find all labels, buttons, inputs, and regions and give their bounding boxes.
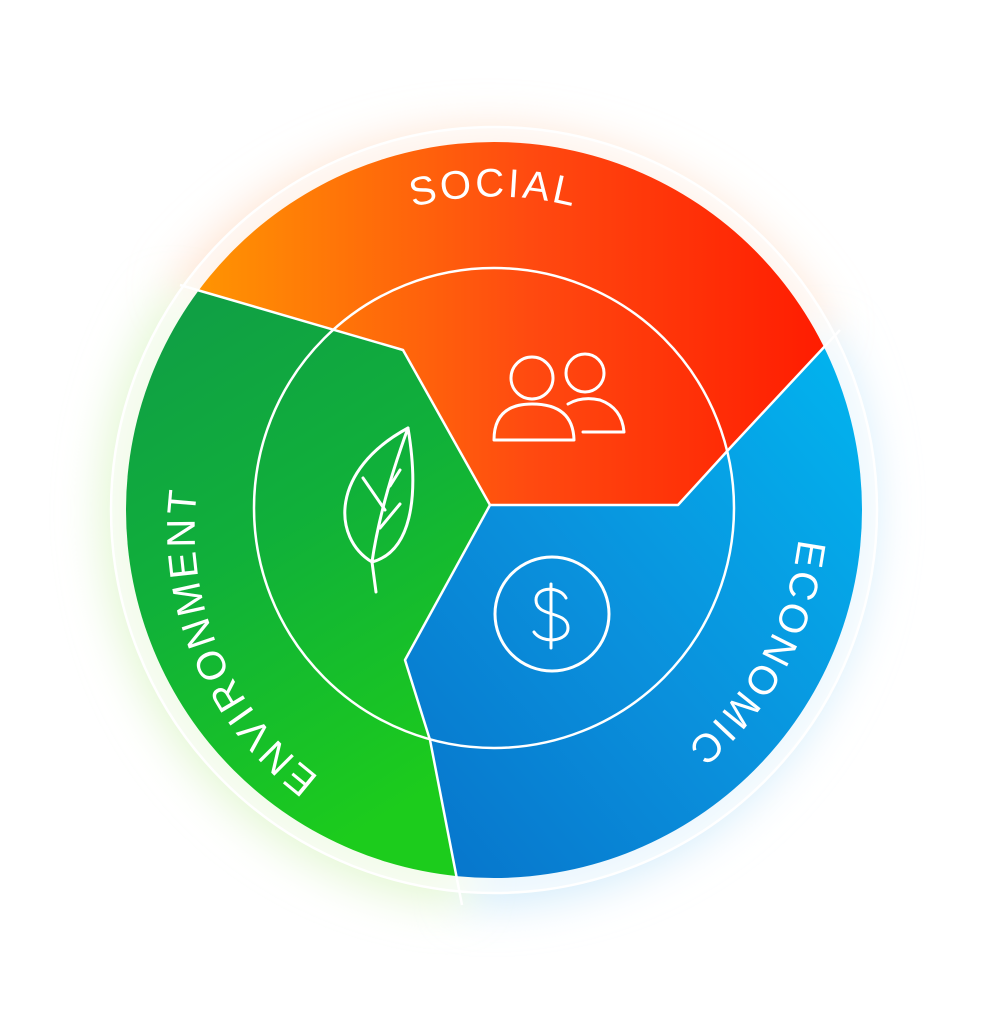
outer-ring xyxy=(109,125,879,895)
dollar-icon xyxy=(493,555,611,673)
people-icon xyxy=(492,352,626,442)
inner-circle xyxy=(252,266,736,750)
leaf-icon xyxy=(343,426,415,594)
dividers xyxy=(179,283,841,906)
